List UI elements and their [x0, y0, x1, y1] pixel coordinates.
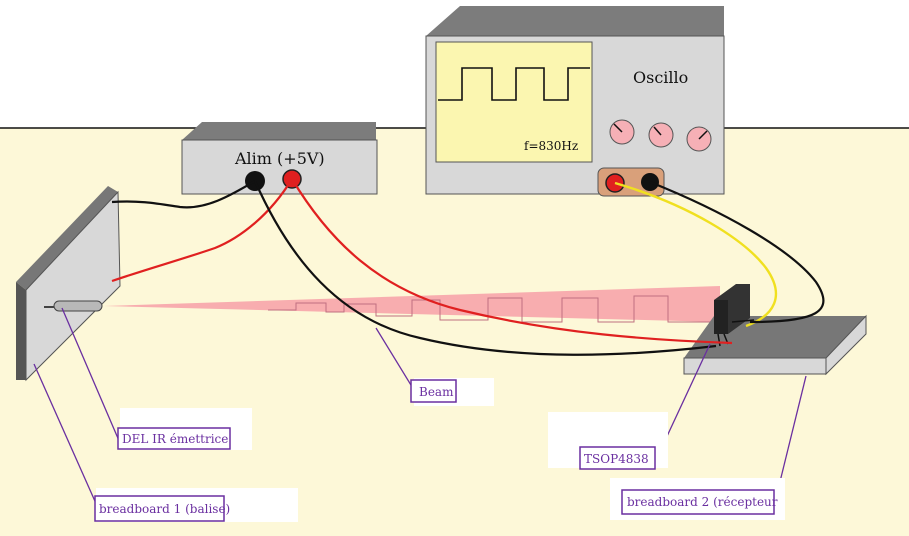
breadboard-1-side — [16, 186, 118, 290]
knob-1-icon[interactable] — [609, 119, 635, 145]
breadboard-1 — [16, 186, 121, 382]
del-label: DEL IR émettrice — [122, 432, 228, 446]
power-supply-body — [181, 139, 378, 195]
del-callout-line — [61, 307, 121, 444]
knob-3-icon[interactable] — [686, 126, 712, 152]
power-supply-label: Alim (+5V) — [234, 149, 325, 168]
tsop-label: TSOP4838 — [584, 452, 649, 466]
tsop-pin-3 — [731, 319, 755, 323]
breadboard-1-face — [25, 190, 121, 382]
beam-label-box: Beam — [410, 378, 494, 406]
power-supply-top — [182, 122, 376, 140]
black-wire-to-breadboard-2 — [253, 180, 717, 356]
breadboard-2-label-box: breadboard 2 (récepteur — [610, 478, 785, 520]
breadboard-1-callout-line — [33, 363, 99, 509]
breadboard-1-label: breadboard 1 (balise) — [99, 502, 230, 516]
beam-callout-line — [375, 327, 415, 391]
breadboard-1-label-box: breadboard 1 (balise) — [94, 488, 298, 522]
red-wire-to-breadboard-2 — [291, 178, 733, 345]
tsop-pin-1 — [717, 333, 721, 347]
beam-label: Beam — [419, 385, 454, 399]
breadboard-2-front — [683, 357, 827, 375]
power-supply: Alim (+5V) — [181, 122, 378, 195]
ir-led-body — [53, 300, 103, 312]
yellow-signal-wire — [614, 181, 777, 328]
beam-modulation-wave — [268, 295, 712, 323]
frequency-readout: f=830Hz — [524, 139, 578, 153]
black-wire-to-breadboard-1 — [111, 180, 256, 209]
oscilloscope-top — [426, 6, 724, 36]
del-label-box: DEL IR émettrice — [117, 408, 252, 450]
breadboard-1-edge — [16, 282, 26, 380]
oscilloscope-screen — [435, 41, 593, 163]
oscilloscope: f=830Hz Oscillo — [425, 6, 725, 197]
tsop-receiver — [714, 284, 755, 347]
tsop-receiver-face — [714, 300, 728, 334]
oscilloscope-label: Oscillo — [633, 68, 688, 87]
square-wave-signal — [438, 67, 590, 101]
red-wire-to-breadboard-1 — [111, 178, 293, 283]
ir-led — [44, 300, 103, 312]
tsop-label-box: TSOP4838 — [548, 412, 668, 470]
knob-2-icon[interactable] — [648, 122, 674, 148]
breadboard-2-label: breadboard 2 (récepteur — [627, 495, 778, 509]
black-ground-wire — [649, 180, 825, 324]
